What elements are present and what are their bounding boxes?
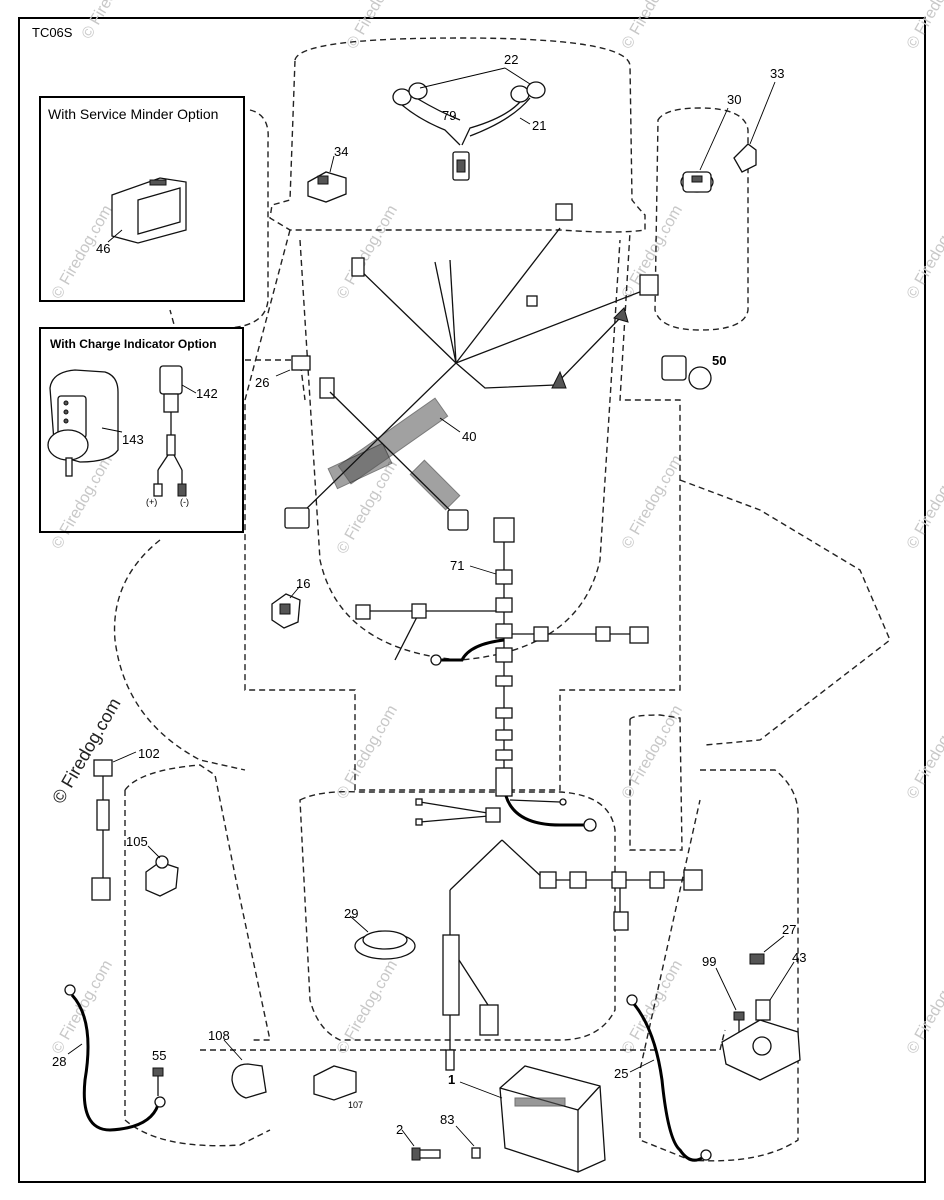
solenoid-105: [145, 855, 179, 897]
fuse-holder-102: [91, 759, 113, 901]
callout-30: 30: [727, 92, 741, 107]
ignition-key: [733, 143, 757, 173]
callout-26: 26: [255, 375, 269, 390]
callout-83: 83: [440, 1112, 454, 1127]
relay-26: [291, 355, 311, 371]
callout-142: 142: [196, 386, 218, 401]
starter-solenoid-43: [721, 999, 801, 1081]
callout-2: 2: [396, 1122, 403, 1137]
watermark-19: © Firedog.com: [904, 957, 944, 1057]
callout-71: 71: [450, 558, 464, 573]
polarity-plus: (+): [146, 497, 157, 507]
battery: [499, 1065, 606, 1173]
ground-cable-28: [64, 984, 166, 1132]
callout-25: 25: [614, 1066, 628, 1081]
watermark-9: © Firedog.com: [49, 452, 116, 552]
callout-21: 21: [532, 118, 546, 133]
charge-indicator-option-box: With Charge Indicator Option 143 142 (+: [39, 327, 244, 533]
service-minder-module: [111, 177, 187, 244]
callout-27: 27: [782, 922, 796, 937]
lower-harness: [442, 839, 703, 1071]
callout-105: 105: [126, 834, 148, 849]
loom-coil: [327, 397, 461, 511]
callout-46: 46: [96, 241, 110, 256]
callout-79: 79: [442, 108, 456, 123]
callout-40: 40: [462, 429, 476, 444]
callout-99: 99: [702, 954, 716, 969]
bolt-2: [411, 1147, 441, 1161]
callout-33: 33: [770, 66, 784, 81]
charge-indicator-title: With Charge Indicator Option: [50, 337, 217, 351]
nut-83: [471, 1147, 481, 1159]
watermark-16: © Firedog.com: [49, 957, 116, 1057]
switch-34: [307, 171, 347, 203]
part-108: [231, 1063, 267, 1099]
main-harness-40: [284, 203, 659, 531]
callout-22: 22: [504, 52, 518, 67]
watermark-2: © Firedog.com: [344, 0, 411, 52]
watermark-8: © Firedog.com: [904, 202, 944, 302]
watermark-4: © Firedog.com: [904, 0, 944, 52]
headlight-harness: [392, 81, 546, 181]
part-29: [354, 930, 416, 960]
watermark-6: © Firedog.com: [334, 202, 401, 302]
callout-34: 34: [334, 144, 348, 159]
polarity-minus: (-): [180, 497, 189, 507]
service-minder-title: With Service Minder Option: [48, 106, 218, 122]
callout-143: 143: [122, 432, 144, 447]
battery-cable-25: [626, 994, 712, 1162]
callout-55: 55: [152, 1048, 166, 1063]
callout-50: 50: [712, 353, 726, 368]
watermark-13: © Firedog.com: [334, 702, 401, 802]
callout-108: 108: [208, 1028, 230, 1043]
diagram-code: TC06S: [32, 25, 73, 40]
charge-indicator-harness: [153, 365, 187, 497]
watermark-14: © Firedog.com: [619, 702, 686, 802]
service-minder-option-box: With Service Minder Option 46: [39, 96, 245, 302]
watermark-12: © Firedog.com: [904, 452, 944, 552]
watermark-3: © Firedog.com: [619, 0, 686, 52]
harness-71: [355, 517, 649, 832]
callout-1: 1: [448, 1072, 455, 1087]
part-16: [271, 593, 301, 629]
bolt-55: [152, 1067, 164, 1096]
watermark-11: © Firedog.com: [619, 452, 686, 552]
callout-16: 16: [296, 576, 310, 591]
part-50: [661, 355, 712, 390]
relay-107: [313, 1065, 357, 1101]
charge-indicator-gauge: [47, 369, 119, 477]
watermark-main: © Firedog.com: [48, 695, 124, 807]
callout-107: 107: [348, 1100, 363, 1110]
callout-43: 43: [792, 950, 806, 965]
callout-102: 102: [138, 746, 160, 761]
screw-99: [733, 1011, 745, 1032]
watermark-15: © Firedog.com: [904, 702, 944, 802]
watermark-17: © Firedog.com: [334, 957, 401, 1057]
callout-29: 29: [344, 906, 358, 921]
watermark-1: © Firedog.com: [79, 0, 146, 42]
callout-28: 28: [52, 1054, 66, 1069]
outer-frame: [18, 17, 926, 1183]
nut-27: [749, 953, 765, 965]
ignition-switch: [680, 171, 714, 193]
